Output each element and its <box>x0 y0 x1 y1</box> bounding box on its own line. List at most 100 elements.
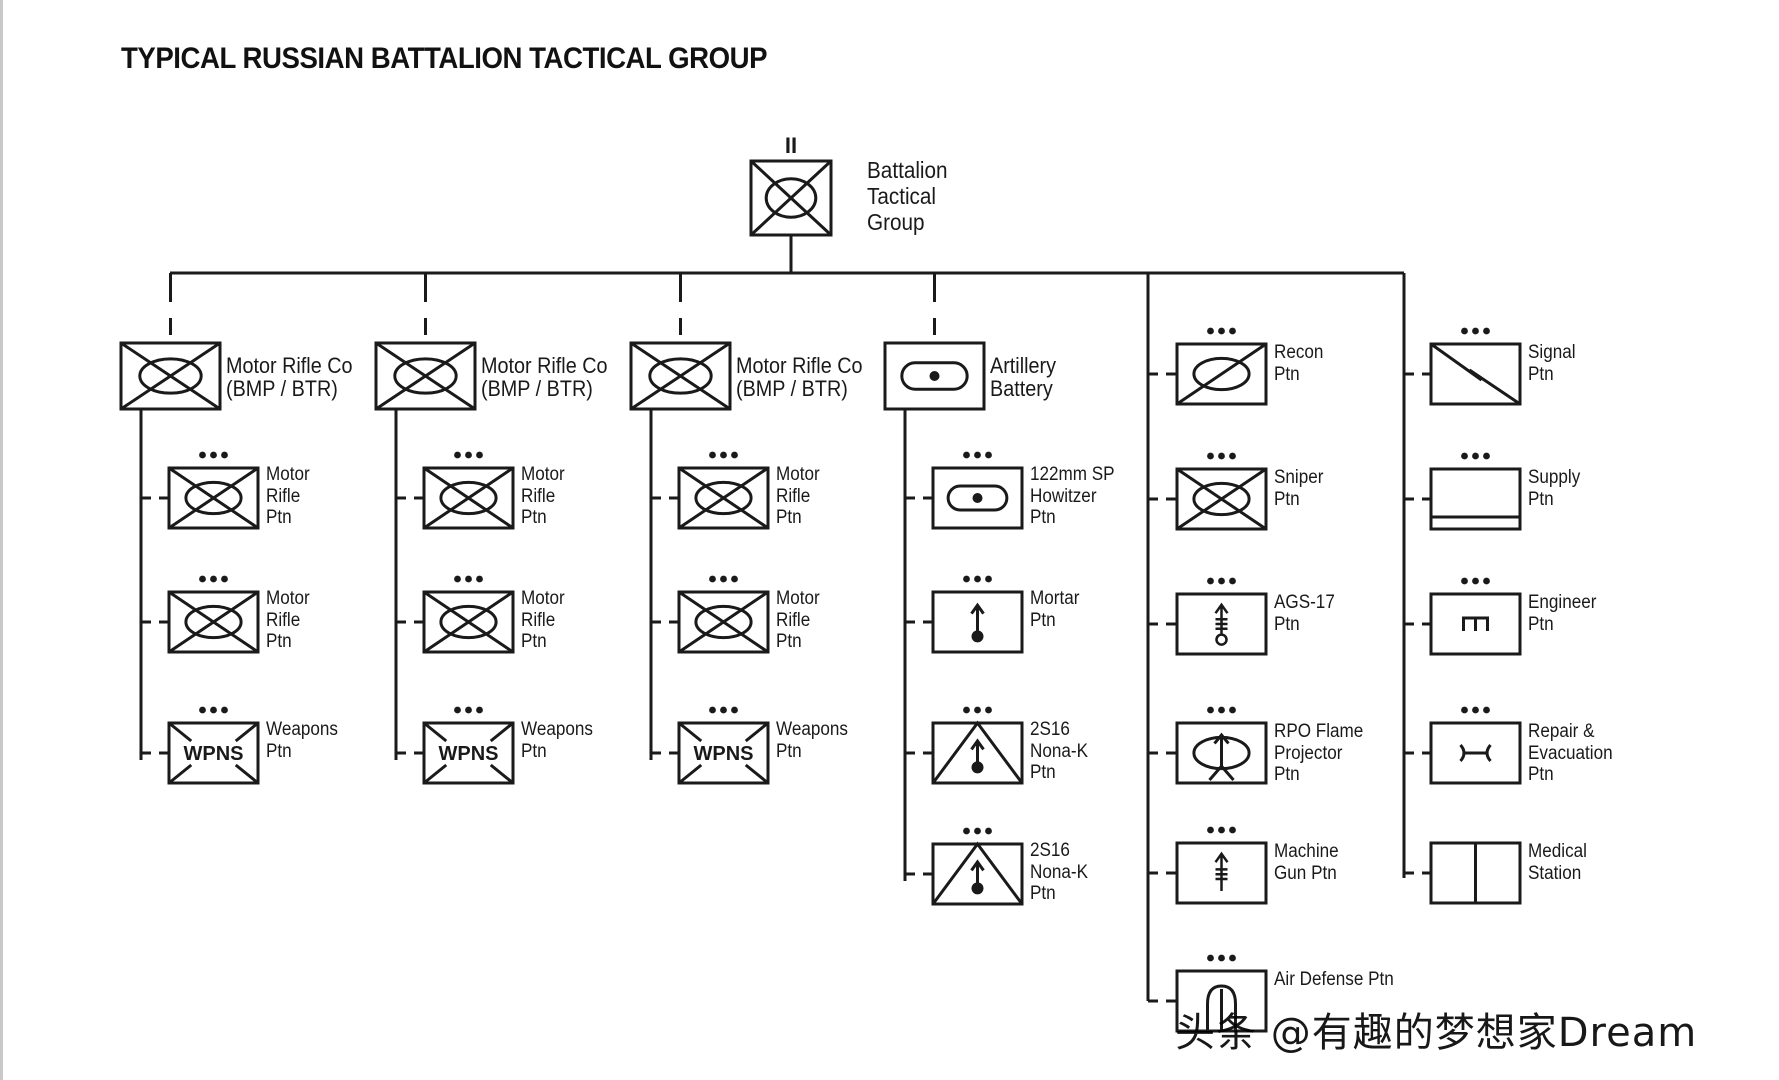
echelon-platoon-icon <box>709 451 738 459</box>
symbol-stroke <box>423 466 514 530</box>
symbol-stroke <box>1206 984 1237 1031</box>
echelon-platoon-icon <box>1461 452 1490 460</box>
echelon-dot <box>1461 452 1468 460</box>
platoon-label: AGS-17 Ptn <box>1274 592 1335 635</box>
platoon-label: Weapons Ptn <box>776 719 848 762</box>
echelon-dot <box>1218 826 1225 834</box>
oval-mark <box>393 357 458 395</box>
symbol-stroke <box>1214 602 1229 635</box>
symbol-stroke <box>423 721 514 785</box>
platoon-label: Air Defense Ptn <box>1274 969 1394 990</box>
echelon-platoon-icon <box>963 706 992 714</box>
echelon-platoon-icon <box>454 451 483 459</box>
company-label: Motor Rifle Co (BMP / BTR) <box>226 353 353 401</box>
echelon-dot <box>454 706 461 714</box>
echelon-platoon-icon <box>199 451 228 459</box>
platoon-label: Recon Ptn <box>1274 342 1324 385</box>
symbol-stroke <box>678 590 769 654</box>
echelon-dot <box>720 451 727 459</box>
echelon-platoon-icon <box>199 575 228 583</box>
echelon-platoon-icon <box>454 706 483 714</box>
platoon-label: Supply Ptn <box>1528 467 1581 510</box>
engineer-icon <box>1429 592 1522 656</box>
wpns-text: WPNS <box>694 743 754 765</box>
echelon-dot <box>1461 706 1468 714</box>
wpns-text: WPNS <box>439 743 499 765</box>
motor-rifle-icon <box>422 590 515 654</box>
echelon-platoon-icon <box>1207 954 1236 962</box>
echelon-dot <box>1218 327 1225 335</box>
oval-mark <box>648 357 713 395</box>
echelon-platoon-icon <box>963 451 992 459</box>
echelon-dot <box>1207 706 1214 714</box>
echelon-platoon-icon <box>709 706 738 714</box>
echelon-dot <box>210 575 217 583</box>
echelon-dot <box>465 706 472 714</box>
echelon-platoon-icon <box>963 575 992 583</box>
oval-mark <box>900 361 969 391</box>
echelon-dot <box>221 575 228 583</box>
supply-icon <box>1429 467 1522 531</box>
motor-rifle-icon <box>749 159 833 237</box>
symbol-stroke <box>1176 342 1267 406</box>
page-left-border <box>0 0 3 1080</box>
echelon-platoon-icon <box>454 575 483 583</box>
platoon-label: Motor Rifle Ptn <box>776 588 820 652</box>
symbol-stroke <box>630 341 731 411</box>
platoon-label: 2S16 Nona-K Ptn <box>1030 840 1088 904</box>
flame-icon <box>1175 721 1268 785</box>
air-defense-icon <box>1175 969 1268 1033</box>
watermark: 头条 @有趣的梦想家Dream <box>1175 1010 1698 1056</box>
mortar-dot <box>971 761 984 774</box>
platoon-label: Repair & Evacuation Ptn <box>1528 721 1613 785</box>
maintenance-icon <box>1429 721 1522 785</box>
symbol-stroke <box>931 720 1024 784</box>
oval-mark <box>1192 481 1251 517</box>
machine-gun-icon <box>1175 841 1268 905</box>
echelon-platoon-icon <box>1207 577 1236 585</box>
symbol-stroke <box>1462 616 1489 631</box>
platoon-label: Weapons Ptn <box>266 719 338 762</box>
symbol-stroke <box>423 590 514 654</box>
recon-icon <box>1175 342 1268 406</box>
platoon-label: Mortar Ptn <box>1030 588 1080 631</box>
platoon-label: Engineer Ptn <box>1528 592 1597 635</box>
hq-label: Battalion Tactical Group <box>867 157 948 235</box>
weapons-icon: WPNS <box>167 721 260 785</box>
platoon-label: Medical Station <box>1528 841 1587 884</box>
mortar-triangle-icon <box>931 841 1024 906</box>
company-label: Artillery Battery <box>990 353 1057 401</box>
echelon-platoon-icon <box>1461 327 1490 335</box>
echelon-dot <box>963 451 970 459</box>
mortar-icon <box>931 590 1024 654</box>
company-label: Motor Rifle Co (BMP / BTR) <box>481 353 608 401</box>
platoon-label: Motor Rifle Ptn <box>266 464 310 528</box>
echelon-dot <box>1472 706 1479 714</box>
motor-rifle-icon <box>119 341 222 411</box>
echelon-dot <box>1229 327 1236 335</box>
symbol-stroke <box>1459 744 1492 762</box>
motor-rifle-icon <box>167 466 260 530</box>
weapons-icon: WPNS <box>422 721 515 785</box>
echelon-dot <box>709 706 716 714</box>
motor-rifle-icon <box>422 466 515 530</box>
motor-rifle-icon <box>374 341 477 411</box>
symbol-stroke <box>678 466 769 530</box>
echelon-platoon-icon <box>963 827 992 835</box>
echelon-dot <box>1483 577 1490 585</box>
echelon-platoon-icon <box>1207 452 1236 460</box>
echelon-dot <box>963 706 970 714</box>
echelon-battalion-icon: II <box>785 133 797 158</box>
echelon-dot <box>1218 452 1225 460</box>
echelon-dot <box>720 706 727 714</box>
echelon-dot <box>1472 577 1479 585</box>
echelon-dot <box>221 706 228 714</box>
company-label: Motor Rifle Co (BMP / BTR) <box>736 353 863 401</box>
motor-rifle-icon <box>677 466 770 530</box>
motor-rifle-icon <box>629 341 732 411</box>
echelon-dot <box>963 827 970 835</box>
echelon-platoon-icon <box>1207 327 1236 335</box>
echelon-dot <box>465 575 472 583</box>
mortar-triangle-icon <box>931 720 1024 785</box>
